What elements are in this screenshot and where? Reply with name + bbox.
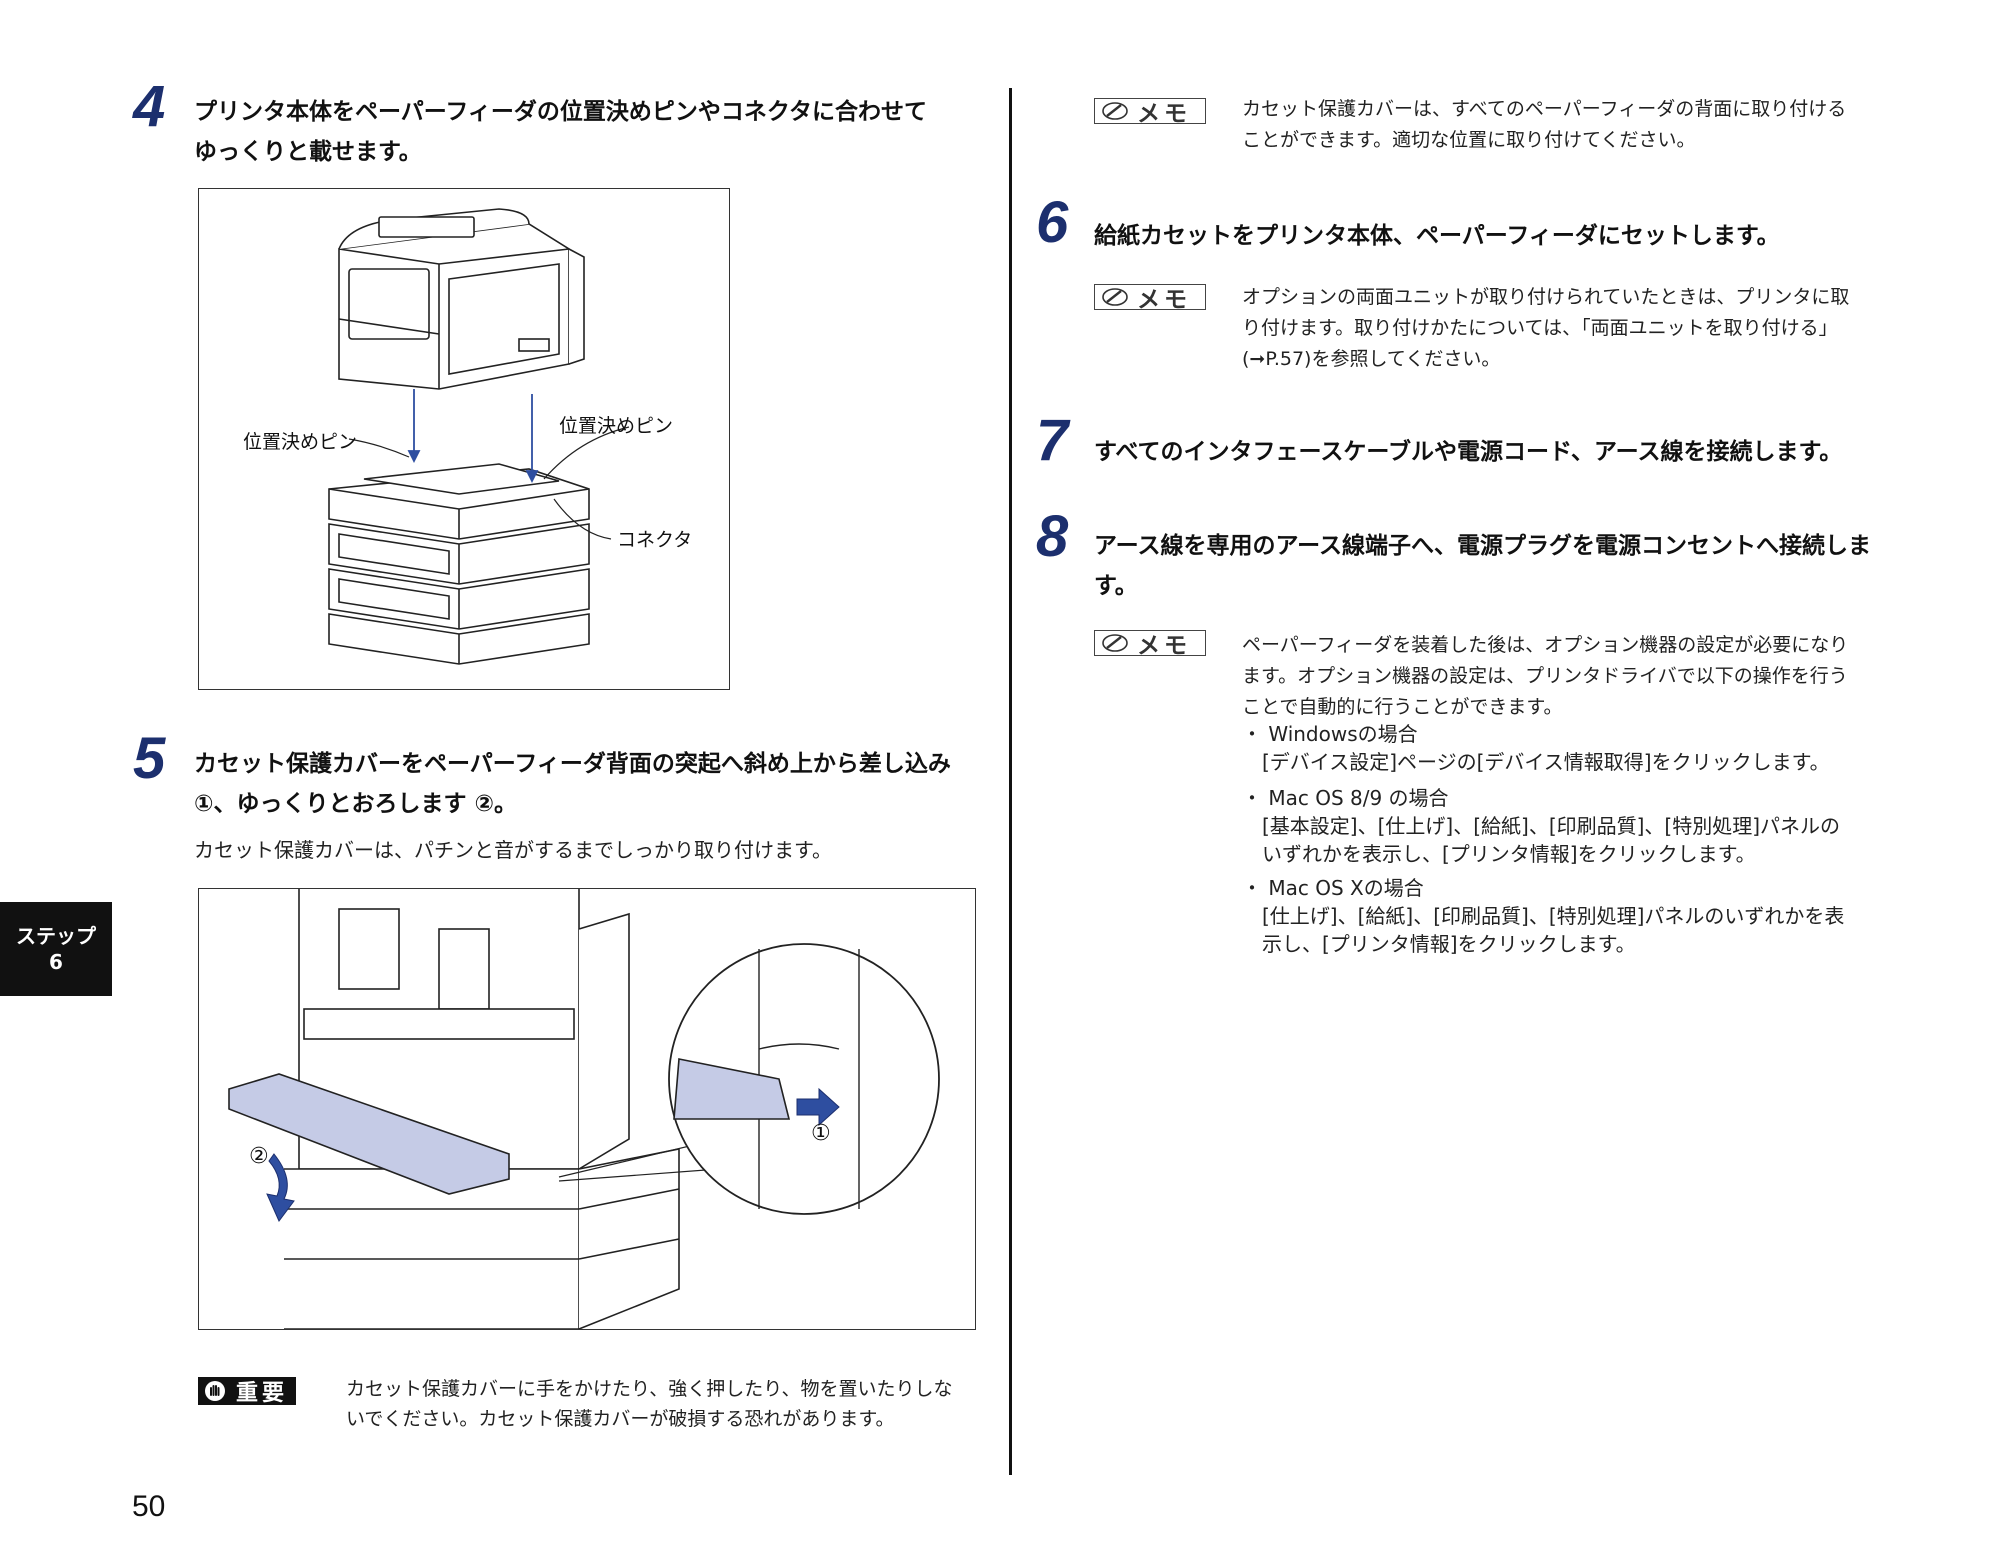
memo-label-2: メモ xyxy=(1137,287,1191,313)
memo-3-line1: ペーパーフィーダを装着した後は、オプション機器の設定が必要になり xyxy=(1242,634,1849,656)
step-6-number: 6 xyxy=(1036,190,1069,255)
list-item-title: ・ Windowsの場合 xyxy=(1242,722,1418,746)
pencil-icon xyxy=(1102,102,1128,120)
memo-badge-3: メモ xyxy=(1094,630,1206,659)
list-item-text: [デバイス設定]ページの[デバイス情報取得]をクリックします。 xyxy=(1262,750,1830,774)
step-4-heading-line2: ゆっくりと載せます。 xyxy=(194,139,422,165)
pencil-icon xyxy=(1102,288,1128,306)
step-4-heading: プリンタ本体をペーパーフィーダの位置決めピンやコネクタに合わせて ゆっくりと載せ… xyxy=(194,92,927,172)
list-item-text: [仕上げ]、[給紙]、[印刷品質]、[特別処理]パネルのいずれかを表 xyxy=(1262,904,1845,928)
figure-printer-on-feeder: 位置決めピン 位置決めピン コネクタ xyxy=(198,188,730,690)
step-4-heading-line1: プリンタ本体をペーパーフィーダの位置決めピンやコネクタに合わせて xyxy=(194,99,928,125)
step-8-number: 8 xyxy=(1036,504,1069,569)
step-4-number: 4 xyxy=(133,74,166,139)
figure-marker-1: ① xyxy=(811,1121,831,1146)
figure-cassette-cover: ① ② xyxy=(198,888,976,1330)
memo-3-item-mac89: ・ Mac OS 8/9 の場合 [基本設定]、[仕上げ]、[給紙]、[印刷品質… xyxy=(1242,784,1840,868)
pencil-icon xyxy=(1102,634,1128,652)
memo-1-line2: ことができます。適切な位置に取り付けてください。 xyxy=(1242,129,1696,151)
callout-positioning-pin-left: 位置決めピン xyxy=(243,431,358,453)
memo-3-line2: ます。オプション機器の設定は、プリンタドライバで以下の操作を行う xyxy=(1242,665,1848,687)
cover-shape xyxy=(228,1073,510,1195)
memo-3-text: ペーパーフィーダを装着した後は、オプション機器の設定が必要になり ます。オプショ… xyxy=(1242,630,1848,723)
cassette-cover-illustration xyxy=(228,889,940,1329)
important-text: カセット保護カバーに手をかけたり、強く押したり、物を置いたりしな いでください。… xyxy=(346,1374,952,1434)
memo-1-line1: カセット保護カバーは、すべてのペーパーフィーダの背面に取り付ける xyxy=(1242,98,1847,120)
important-label: 重要 xyxy=(236,1381,289,1406)
printer-stack-illustration xyxy=(328,208,630,665)
memo-3-item-windows: ・ Windowsの場合 [デバイス設定]ページの[デバイス情報取得]をクリック… xyxy=(1242,720,1830,776)
step-7-number: 7 xyxy=(1036,408,1069,473)
list-item-text: いずれかを表示し、[プリンタ情報]をクリックします。 xyxy=(1262,842,1756,866)
memo-2-text: オプションの両面ユニットが取り付けられていたときは、プリンタに取 り付けます。取… xyxy=(1242,282,1849,375)
memo-label-1: メモ xyxy=(1137,101,1191,127)
callout-positioning-pin-right: 位置決めピン xyxy=(559,415,674,437)
hand-stop-icon xyxy=(205,1381,225,1401)
step-6-heading: 給紙カセットをプリンタ本体、ペーパーフィーダにセットします。 xyxy=(1094,223,1780,249)
step-8-heading-line1: アース線を専用のアース線端子へ、電源プラグを電源コンセントへ接続しま xyxy=(1094,533,1871,559)
memo-2-line2: り付けます。取り付けかたについては、「両面ユニットを取り付ける」 xyxy=(1242,317,1838,339)
column-divider xyxy=(1009,88,1012,1475)
list-item-text: [基本設定]、[仕上げ]、[給紙]、[印刷品質]、[特別処理]パネルの xyxy=(1262,814,1841,838)
list-item-title: ・ Mac OS Xの場合 xyxy=(1242,876,1424,900)
step-5-heading-line2: ①、ゆっくりとおろします ②。 xyxy=(194,791,517,817)
side-tab-label: ステップ xyxy=(16,924,96,948)
list-item-text: 示し、[プリンタ情報]をクリックします。 xyxy=(1262,932,1636,956)
memo-1-text: カセット保護カバーは、すべてのペーパーフィーダの背面に取り付ける ことができます… xyxy=(1242,94,1846,156)
callout-connector: コネクタ xyxy=(617,529,693,551)
page-number: 50 xyxy=(132,1490,166,1523)
memo-3-item-macx: ・ Mac OS Xの場合 [仕上げ]、[給紙]、[印刷品質]、[特別処理]パネ… xyxy=(1242,874,1844,958)
memo-2-line3: (➞P.57)を参照してください。 xyxy=(1242,348,1501,370)
side-tab-number: 6 xyxy=(49,950,63,974)
important-line1: カセット保護カバーに手をかけたり、強く押したり、物を置いたりしな xyxy=(346,1378,953,1400)
step-5-number: 5 xyxy=(133,726,166,791)
list-item-title: ・ Mac OS 8/9 の場合 xyxy=(1242,786,1449,810)
step-5-heading-line1: カセット保護カバーをペーパーフィーダ背面の突起へ斜め上から差し込み xyxy=(194,751,951,777)
step-8-heading-line2: す。 xyxy=(1094,573,1138,599)
important-badge: 重要 xyxy=(198,1377,296,1406)
step-5-heading: カセット保護カバーをペーパーフィーダ背面の突起へ斜め上から差し込み ①、ゆっくり… xyxy=(194,744,951,824)
step-5-body: カセット保護カバーは、パチンと音がするまでしっかり取り付けます。 xyxy=(194,838,832,862)
memo-badge-1: メモ xyxy=(1094,98,1206,127)
step-8-heading: アース線を専用のアース線端子へ、電源プラグを電源コンセントへ接続しま す。 xyxy=(1094,526,1871,606)
memo-badge-2: メモ xyxy=(1094,284,1206,313)
memo-2-line1: オプションの両面ユニットが取り付けられていたときは、プリンタに取 xyxy=(1242,286,1850,308)
figure-marker-2: ② xyxy=(249,1144,269,1169)
memo-label-3: メモ xyxy=(1137,633,1191,659)
important-line2: いでください。カセット保護カバーが破損する恐れがあります。 xyxy=(346,1408,895,1430)
chapter-side-tab: ステップ 6 xyxy=(0,902,112,996)
magnified-cover xyxy=(673,1058,791,1120)
step-7-heading: すべてのインタフェースケーブルや電源コード、アース線を接続します。 xyxy=(1094,439,1843,465)
memo-3-line3: ことで自動的に行うことができます。 xyxy=(1242,696,1563,718)
